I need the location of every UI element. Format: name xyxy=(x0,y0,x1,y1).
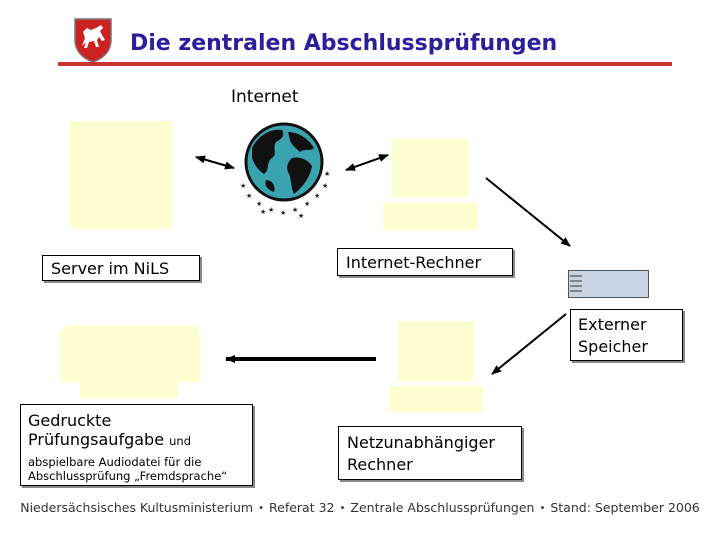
svg-text:★: ★ xyxy=(292,206,298,214)
footer-separator: • xyxy=(339,503,346,514)
svg-text:★: ★ xyxy=(256,200,262,208)
offline-pc-monitor-placeholder xyxy=(398,321,474,381)
globe-icon: ★★★ ★★★ ★★★ ★★★ xyxy=(236,118,332,222)
internet-pc-base-placeholder xyxy=(383,203,478,230)
server-label-box: Server im NiLS xyxy=(42,255,200,281)
printer-tray-placeholder xyxy=(80,380,178,398)
printed-exam-und: und xyxy=(169,434,192,448)
storage-offline-pc-arrow xyxy=(491,313,567,375)
internet-pc-monitor-placeholder xyxy=(392,139,468,197)
offline-pc-label-box: Netzunabhängiger Rechner xyxy=(338,426,522,480)
globe-internet-pc-arrow xyxy=(345,154,389,171)
lower-saxony-horse-crest-icon xyxy=(72,16,114,64)
printed-exam-line1: Gedruckte xyxy=(28,411,112,430)
printed-exam-line2: Prüfungsaufgabe xyxy=(28,430,165,449)
internet-label: Internet xyxy=(231,87,299,107)
footer-topic: Zentrale Abschlussprüfungen xyxy=(350,500,535,515)
page-title: Die zentralen Abschlussprüfungen xyxy=(130,31,558,56)
title-divider xyxy=(58,62,672,66)
footer-ministry: Niedersächsisches Kultusministerium xyxy=(20,500,254,515)
internet-pc-label-box: Internet-Rechner xyxy=(337,248,513,276)
svg-text:★: ★ xyxy=(324,170,330,178)
internet-pc-label: Internet-Rechner xyxy=(346,253,482,272)
internet-pc-storage-arrow xyxy=(485,177,571,247)
server-globe-arrow xyxy=(195,155,235,170)
svg-text:★: ★ xyxy=(304,200,310,208)
svg-text:★: ★ xyxy=(298,212,304,220)
footer-date: Stand: September 2006 xyxy=(550,500,700,515)
printer-image-placeholder xyxy=(60,325,200,382)
svg-text:★: ★ xyxy=(260,208,266,216)
printed-exam-label-box: Gedruckte Prüfungsaufgabe und abspielbar… xyxy=(20,404,253,486)
printed-exam-sub-line1: abspielbare Audiodatei für die xyxy=(28,455,202,469)
svg-text:★: ★ xyxy=(240,182,246,190)
svg-text:★: ★ xyxy=(268,206,274,214)
svg-text:★: ★ xyxy=(322,182,328,190)
svg-text:★: ★ xyxy=(314,192,320,200)
server-label: Server im NiLS xyxy=(51,259,170,278)
footer-separator: • xyxy=(539,503,546,514)
footer: Niedersächsisches Kultusministerium • Refe… xyxy=(0,500,720,515)
usb-storage-icon xyxy=(568,270,649,298)
external-storage-label-line2: Speicher xyxy=(578,337,648,356)
footer-separator: • xyxy=(258,503,265,514)
offline-pc-base-placeholder xyxy=(389,386,483,412)
external-storage-label-line1: Externer xyxy=(578,315,647,334)
printed-exam-sub-line2: Abschlussprüfung „Fremdsprache“ xyxy=(28,469,228,483)
external-storage-label-box: Externer Speicher xyxy=(570,309,683,361)
server-image-placeholder xyxy=(70,121,172,229)
offline-pc-label-line2: Rechner xyxy=(347,455,413,474)
svg-text:★: ★ xyxy=(280,209,286,217)
footer-department: Referat 32 xyxy=(269,500,335,515)
offline-pc-label-line1: Netzunabhängiger xyxy=(347,433,495,452)
svg-text:★: ★ xyxy=(246,192,252,200)
